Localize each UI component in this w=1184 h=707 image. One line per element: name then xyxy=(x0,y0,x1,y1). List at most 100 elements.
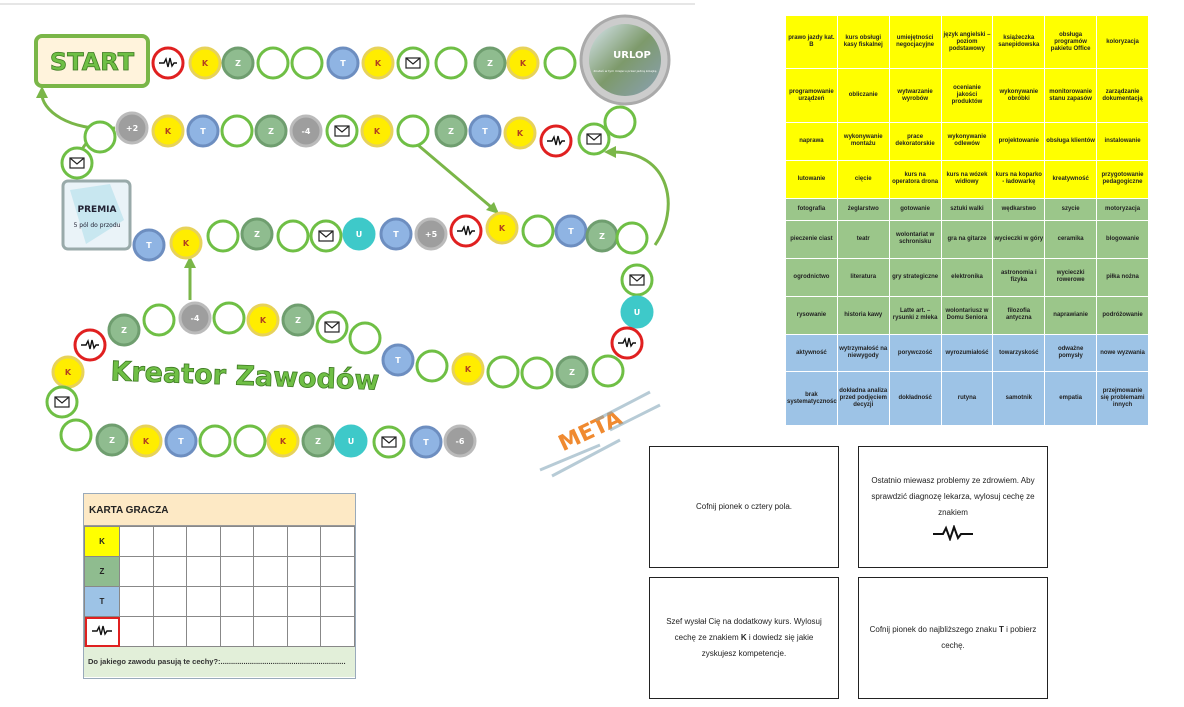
board-field[interactable] xyxy=(520,356,554,390)
board-field[interactable] xyxy=(206,219,240,253)
board-field[interactable]: K xyxy=(451,352,485,386)
board-field[interactable] xyxy=(220,114,254,148)
trait-cell: kreatywność xyxy=(1044,159,1098,199)
board-field[interactable]: Z xyxy=(473,46,507,80)
svg-text:K: K xyxy=(517,129,524,138)
event-card-3[interactable]: Szef wysłał Cię na dodatkowy kurs. Wylos… xyxy=(649,577,839,699)
heartbeat-field[interactable] xyxy=(539,124,573,158)
board-field[interactable]: K xyxy=(361,46,395,80)
board-field[interactable] xyxy=(142,303,176,337)
board-field[interactable] xyxy=(591,354,625,388)
trait-cell: szycie xyxy=(1044,197,1098,221)
board-field[interactable]: -4 xyxy=(178,301,212,335)
event-card-1[interactable]: Cofnij pionek o cztery pola. xyxy=(649,446,839,568)
svg-text:K: K xyxy=(65,368,72,377)
board-field[interactable]: Z xyxy=(107,313,141,347)
mail-field[interactable] xyxy=(45,385,79,419)
board-field[interactable]: Z xyxy=(555,355,589,389)
board-field[interactable]: Z xyxy=(434,114,468,148)
board-field[interactable]: T xyxy=(379,217,413,251)
svg-text:T: T xyxy=(146,241,152,250)
board-field[interactable]: Z xyxy=(221,46,255,80)
svg-text:Z: Z xyxy=(448,127,454,136)
trait-cell: kurs na koparko - ładowarkę xyxy=(992,159,1046,199)
board-field[interactable]: K xyxy=(169,226,203,260)
board-field[interactable]: T xyxy=(554,214,588,248)
board-field[interactable]: K xyxy=(246,303,280,337)
mail-field[interactable] xyxy=(309,219,343,253)
mail-field[interactable] xyxy=(396,46,430,80)
mail-field[interactable] xyxy=(372,425,406,459)
board-field[interactable]: Z xyxy=(585,219,619,253)
board-field[interactable]: Z xyxy=(95,423,129,457)
board-field[interactable]: U xyxy=(342,217,376,251)
trait-cell: wędkarstwo xyxy=(992,197,1046,221)
board-field[interactable]: T xyxy=(164,424,198,458)
trait-cell: gra na gitarze xyxy=(940,219,994,259)
heartbeat-field[interactable] xyxy=(73,328,107,362)
board-field[interactable]: +5 xyxy=(414,217,448,251)
board-field[interactable] xyxy=(521,214,555,248)
trait-cell: Latte art. – rysunki z mleka xyxy=(888,295,942,335)
board-field[interactable]: K xyxy=(266,424,300,458)
board-field[interactable]: K xyxy=(503,116,537,150)
mail-field[interactable] xyxy=(577,122,611,156)
board-field[interactable] xyxy=(83,120,117,154)
board-field[interactable] xyxy=(233,424,267,458)
board-field[interactable] xyxy=(415,349,449,383)
svg-text:T: T xyxy=(482,127,488,136)
trait-cell: projektowanie xyxy=(992,121,1046,161)
board-field[interactable]: U xyxy=(334,424,368,458)
board-field[interactable] xyxy=(348,321,382,355)
urlop-subtext: Zostań w tym miejscu przez jedną kolejkę xyxy=(594,69,657,73)
board-field[interactable]: K xyxy=(51,355,85,389)
event-card-2[interactable]: Ostatnio miewasz problemy ze zdrowiem. A… xyxy=(858,446,1048,568)
board-field[interactable]: T xyxy=(381,343,415,377)
board-field[interactable] xyxy=(543,46,577,80)
event-card-4[interactable]: Cofnij pionek do najbliższego znaku T i … xyxy=(858,577,1048,699)
board-field[interactable]: K xyxy=(129,424,163,458)
board-field[interactable]: K xyxy=(506,46,540,80)
board-field[interactable] xyxy=(212,301,246,335)
board-field[interactable]: K xyxy=(360,114,394,148)
board-field[interactable] xyxy=(434,46,468,80)
trait-cell: kurs obsługi kasy fiskalnej xyxy=(836,14,890,70)
board-field[interactable] xyxy=(486,355,520,389)
board-field[interactable]: K xyxy=(151,114,185,148)
board-field[interactable] xyxy=(603,105,637,139)
mail-field[interactable] xyxy=(315,310,349,344)
heartbeat-field[interactable] xyxy=(449,214,483,248)
event-card-2-text: Ostatnio miewasz problemy ze zdrowiem. A… xyxy=(871,476,1035,517)
board-field[interactable]: Z xyxy=(254,114,288,148)
board-field[interactable]: K xyxy=(485,211,519,245)
board-field[interactable] xyxy=(59,418,93,452)
board-field[interactable] xyxy=(290,46,324,80)
board-field[interactable]: T xyxy=(186,114,220,148)
board-field[interactable] xyxy=(276,219,310,253)
board-field[interactable]: -4 xyxy=(289,114,323,148)
svg-text:K: K xyxy=(375,59,382,68)
svg-text:K: K xyxy=(183,239,190,248)
mail-field[interactable] xyxy=(60,146,94,180)
board-field[interactable]: T xyxy=(132,228,166,262)
board-field[interactable]: +2 xyxy=(115,111,149,145)
heartbeat-field[interactable] xyxy=(151,46,185,80)
board-field[interactable]: T xyxy=(409,425,443,459)
board-field[interactable]: T xyxy=(326,46,360,80)
event-card-1-text: Cofnij pionek o cztery pola. xyxy=(695,502,793,511)
board-field[interactable]: K xyxy=(188,46,222,80)
board-field[interactable]: T xyxy=(468,114,502,148)
board-field[interactable] xyxy=(256,46,290,80)
mail-field[interactable] xyxy=(325,114,359,148)
board-field[interactable]: -6 xyxy=(443,424,477,458)
board-field[interactable] xyxy=(615,221,649,255)
board-field[interactable]: Z xyxy=(240,217,274,251)
board-field[interactable]: Z xyxy=(301,424,335,458)
mail-field[interactable] xyxy=(620,263,654,297)
svg-text:T: T xyxy=(393,230,399,239)
board-field[interactable]: Z xyxy=(281,303,315,337)
board-field[interactable] xyxy=(198,424,232,458)
board-field[interactable] xyxy=(396,114,430,148)
heartbeat-field[interactable] xyxy=(610,326,644,360)
board-field[interactable]: U xyxy=(620,295,654,329)
